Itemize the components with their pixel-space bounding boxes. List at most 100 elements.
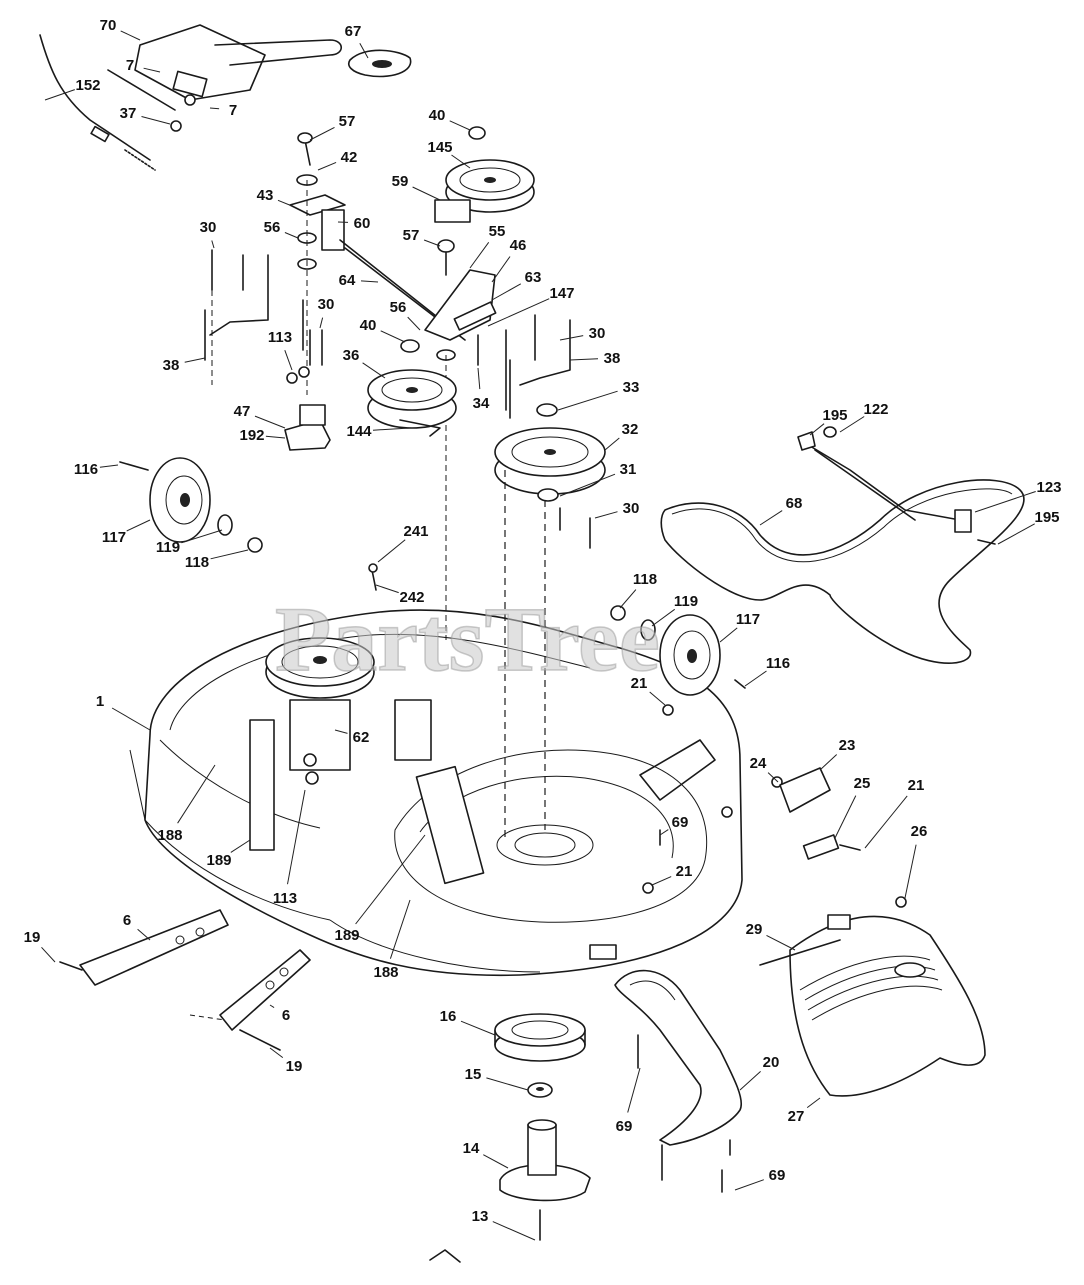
leader-line: [835, 796, 856, 838]
part-number-label: 69: [769, 1167, 786, 1184]
leader-line: [807, 1098, 820, 1108]
part-number-label: 64: [339, 272, 356, 289]
leader-line: [461, 1021, 495, 1035]
part-number-label: 24: [750, 755, 767, 772]
part-number-label: 27: [788, 1108, 805, 1125]
leader-line: [628, 1068, 640, 1113]
part-number-label: 7: [229, 102, 237, 119]
part-number-label: 118: [633, 571, 657, 588]
discharge-chute: [760, 915, 985, 1096]
part-number-label: 113: [273, 890, 297, 907]
part-number-label: 6: [282, 1007, 290, 1024]
part-number-label: 43: [257, 187, 274, 204]
leader-line: [605, 438, 619, 450]
handle-grip: [349, 50, 411, 76]
leader-line: [270, 1048, 283, 1058]
part-number-label: 119: [156, 539, 180, 556]
leader-line: [745, 671, 767, 686]
part-number-label: 29: [746, 921, 763, 938]
leader-line: [278, 200, 292, 206]
part-number-label: 117: [736, 611, 760, 628]
part-number-label: 31: [620, 461, 637, 478]
part-number-label: 69: [616, 1118, 633, 1135]
baffle: [615, 971, 741, 1192]
part-number-label: 123: [1036, 479, 1061, 496]
leader-line: [381, 331, 405, 342]
part-number-label: 68: [786, 495, 803, 512]
leader-line: [318, 162, 336, 170]
part-number-label: 6: [123, 912, 131, 929]
leader-line: [998, 524, 1035, 544]
leader-line: [820, 755, 837, 771]
leader-line: [45, 90, 75, 100]
leader-line: [361, 281, 378, 282]
part-number-label: 116: [74, 461, 98, 478]
lift-handle-assembly: [40, 25, 341, 170]
part-number-label: 69: [672, 814, 689, 831]
bracket-123: [798, 427, 995, 544]
part-number-label: 30: [589, 325, 606, 342]
part-number-label: 26: [911, 823, 928, 840]
leader-line: [767, 935, 796, 950]
part-number-label: 118: [185, 554, 209, 571]
leader-line: [558, 391, 618, 410]
spindle-assembly: [430, 1014, 590, 1262]
leader-line: [285, 350, 292, 370]
leader-line: [212, 241, 214, 249]
part-number-label: 56: [390, 299, 407, 316]
leader-line: [720, 628, 737, 642]
part-number-label: 113: [268, 329, 292, 346]
part-number-label: 40: [429, 107, 446, 124]
part-number-label: 70: [100, 17, 117, 34]
part-number-label: 67: [345, 23, 362, 40]
part-number-label: 38: [604, 350, 621, 367]
leader-line: [810, 424, 824, 435]
leader-line: [660, 830, 668, 835]
leader-line: [595, 512, 618, 518]
part-number-label: 192: [239, 427, 264, 444]
part-number-label: 40: [360, 317, 377, 334]
part-number-label: 33: [623, 379, 640, 396]
leader-line: [760, 511, 782, 525]
leader-line: [363, 363, 385, 378]
leader-line: [650, 692, 665, 705]
leader-line: [735, 1180, 764, 1190]
watermark: PartsTree: [275, 588, 660, 690]
leader-line: [408, 317, 420, 330]
part-number-label: 38: [163, 357, 180, 374]
part-number-label: 37: [120, 105, 137, 122]
part-number-label: 30: [318, 296, 335, 313]
part-number-label: 1: [96, 693, 104, 710]
part-number-label: 117: [102, 529, 126, 546]
leader-line: [211, 550, 248, 559]
leader-line: [450, 121, 470, 130]
part-number-label: 46: [510, 237, 527, 254]
part-number-label: 20: [763, 1054, 780, 1071]
part-number-label: 189: [206, 852, 231, 869]
leader-line: [493, 1222, 535, 1240]
part-number-label: 152: [75, 77, 100, 94]
part-number-label: 63: [525, 269, 542, 286]
leader-line: [310, 127, 335, 140]
part-number-label: 21: [676, 863, 693, 880]
part-number-label: 14: [463, 1140, 480, 1157]
leader-line: [740, 1071, 761, 1090]
leader-line: [138, 929, 150, 940]
part-number-label: 59: [392, 173, 409, 190]
leader-line: [905, 845, 916, 898]
part-number-label: 55: [489, 223, 506, 240]
leader-line: [560, 336, 583, 340]
part-number-label: 56: [264, 219, 281, 236]
part-number-label: 188: [157, 827, 182, 844]
bracket-23-assembly: [780, 768, 860, 859]
part-number-label: 16: [440, 1008, 457, 1025]
part-number-label: 57: [403, 227, 420, 244]
part-number-label: 32: [622, 421, 639, 438]
leader-line: [390, 900, 410, 959]
part-number-label: 60: [354, 215, 371, 232]
part-number-label: 122: [863, 401, 888, 418]
part-number-label: 36: [343, 347, 360, 364]
part-number-label: 19: [286, 1058, 303, 1075]
part-number-label: 119: [674, 593, 698, 610]
